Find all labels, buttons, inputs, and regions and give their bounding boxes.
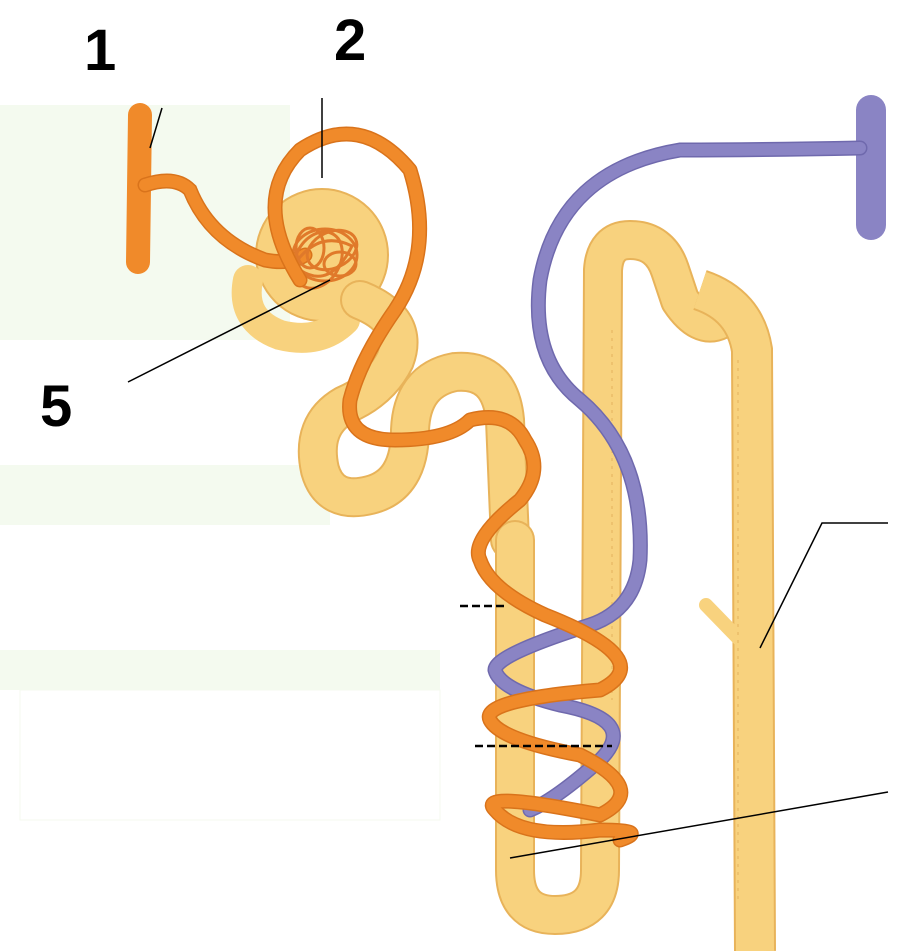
renal-tubule	[247, 189, 755, 951]
label-2: 2	[334, 12, 366, 70]
label-5: 5	[40, 378, 72, 436]
label-1: 1	[84, 22, 116, 80]
background-panel	[0, 465, 330, 525]
background-panel	[0, 650, 440, 690]
background-panel	[20, 690, 440, 820]
renal-vein	[495, 110, 871, 810]
pointer-line-collecting-duct	[760, 523, 888, 648]
